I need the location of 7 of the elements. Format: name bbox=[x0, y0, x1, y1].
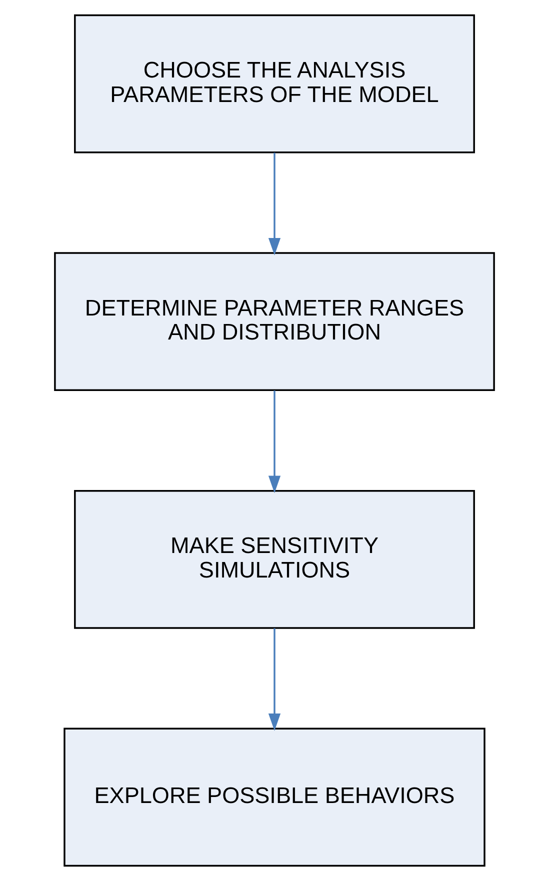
arrow bbox=[268, 152, 280, 256]
arrow bbox=[268, 390, 280, 494]
node-box: DETERMINE PARAMETER RANGES AND DISTRIBUTION bbox=[54, 252, 494, 392]
node-box: MAKE SENSITIVITY SIMULATIONS bbox=[74, 490, 474, 629]
node-box: EXPLORE POSSIBLE BEHAVIORS bbox=[63, 728, 485, 867]
arrow bbox=[268, 628, 280, 731]
node-box: CHOOSE THE ANALYSIS PARAMETERS OF THE MODEL bbox=[74, 14, 474, 154]
